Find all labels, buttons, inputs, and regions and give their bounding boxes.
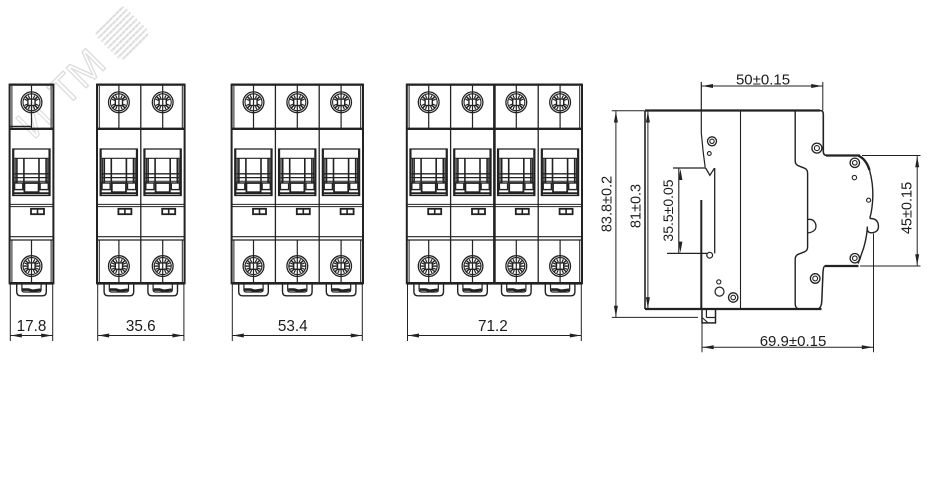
svg-text:81±0.3: 81±0.3 (629, 184, 645, 228)
svg-text:50±0.15: 50±0.15 (736, 71, 790, 88)
svg-text:35.5±0.05: 35.5±0.05 (660, 179, 676, 241)
svg-text:69.9±0.15: 69.9±0.15 (760, 333, 827, 350)
svg-text:17.8: 17.8 (17, 318, 47, 335)
svg-text:83.8±0.2: 83.8±0.2 (600, 176, 616, 232)
svg-text:45±0.15: 45±0.15 (900, 182, 916, 234)
svg-text:71.2: 71.2 (478, 318, 508, 335)
svg-text:53.4: 53.4 (278, 318, 308, 335)
svg-text:35.6: 35.6 (126, 318, 156, 335)
